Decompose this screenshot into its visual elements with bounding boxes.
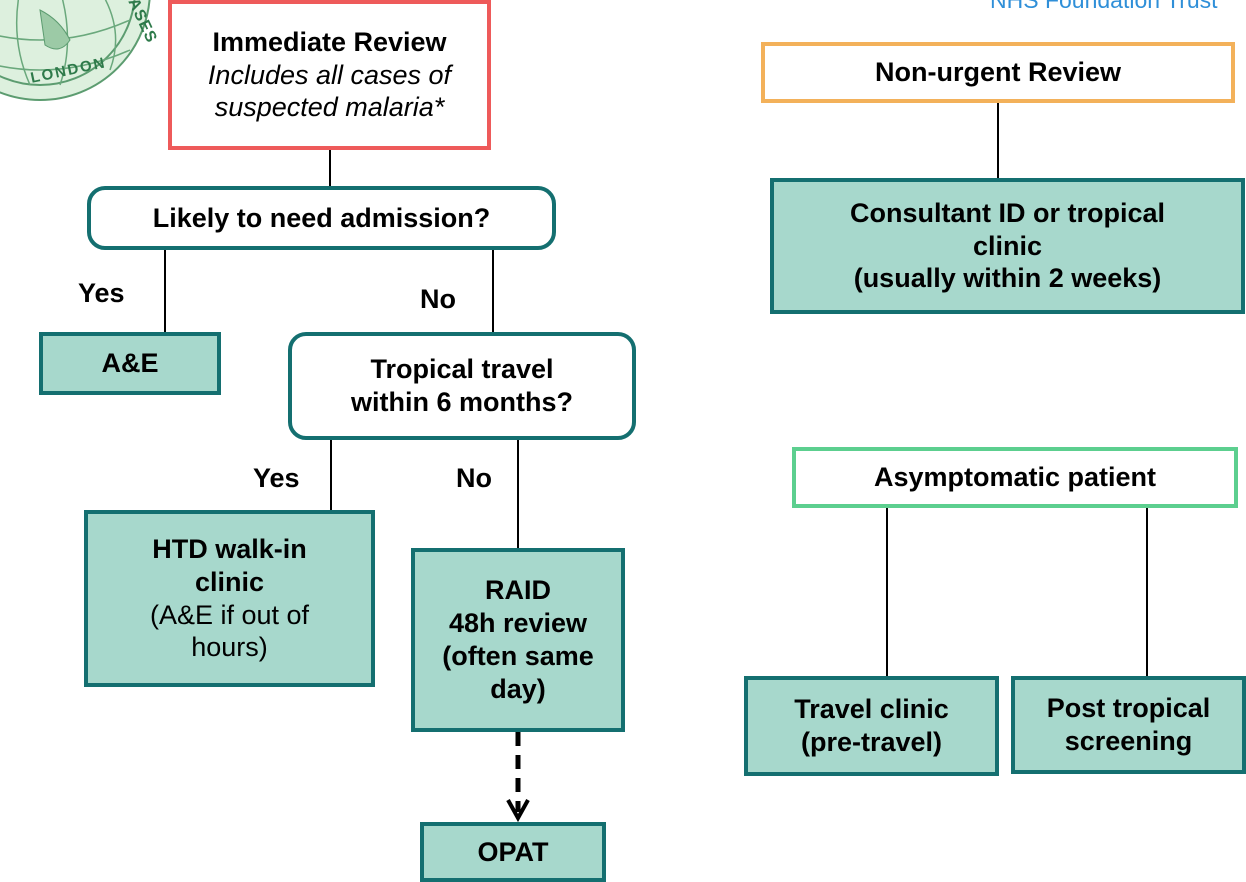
globe-logo-icon [0, 0, 151, 101]
asymptomatic-title: Asymptomatic patient [873, 462, 1157, 493]
ae-text: A&E [101, 348, 159, 379]
admission-question-text: Likely to need admission? [152, 202, 491, 233]
raid-line3: (often same [442, 641, 594, 671]
tropical-travel-line1: Tropical travel [370, 354, 554, 385]
travel-clinic-box: Travel clinic (pre-travel) [744, 676, 999, 776]
raid-line2: 48h review [448, 608, 588, 639]
htd-line4: hours) [191, 632, 268, 663]
asymptomatic-patient-box: Asymptomatic patient [792, 447, 1238, 508]
consultant-line3: (usually within 2 weeks) [853, 263, 1162, 294]
htd-line1: HTD walk-in [152, 533, 307, 564]
tropical-travel-line2: within 6 months? [351, 387, 573, 417]
htd-walkin-box: HTD walk-in clinic (A&E if out of hours) [84, 510, 375, 687]
nonurgent-review-title: Non-urgent Review [874, 57, 1122, 88]
yes-label-admission: Yes [78, 278, 125, 308]
post-tropical-line2: screening [1064, 726, 1193, 756]
tropical-travel-box: Tropical travel within 6 months? [288, 332, 636, 440]
consultant-line2: clinic [972, 230, 1043, 261]
post-tropical-box: Post tropical screening [1011, 676, 1246, 774]
post-tropical-line1: Post tropical [1046, 693, 1211, 724]
immediate-review-box: Immediate Review Includes all cases of s… [168, 0, 491, 150]
opat-text: OPAT [477, 836, 549, 867]
immediate-review-line2: suspected malaria* [214, 92, 445, 123]
no-label-admission: No [420, 284, 456, 314]
htd-line3: (A&E if out of [149, 599, 310, 630]
admission-question-box: Likely to need admission? [87, 186, 556, 250]
immediate-review-line1: Includes all cases of [207, 59, 452, 90]
consultant-line1: Consultant ID or tropical [849, 197, 1165, 228]
raid-line4: day) [490, 673, 546, 704]
arrowhead-opat [506, 799, 530, 823]
htd-logo: ASES LONDON [0, 0, 180, 110]
raid-box: RAID 48h review (often same day) [411, 548, 625, 732]
travel-clinic-line2: (pre-travel) [800, 727, 943, 757]
raid-line1: RAID [485, 575, 551, 606]
htd-line2: clinic [194, 566, 265, 597]
opat-box: OPAT [420, 822, 606, 882]
trust-name: NHS Foundation Trust [990, 0, 1218, 13]
no-label-tropical: No [456, 463, 492, 493]
nonurgent-review-box: Non-urgent Review [761, 42, 1235, 103]
consultant-clinic-box: Consultant ID or tropical clinic (usuall… [770, 178, 1245, 314]
ae-box: A&E [39, 332, 221, 395]
immediate-review-title: Immediate Review [212, 26, 447, 57]
yes-label-tropical: Yes [253, 463, 300, 493]
travel-clinic-line1: Travel clinic [794, 694, 949, 725]
